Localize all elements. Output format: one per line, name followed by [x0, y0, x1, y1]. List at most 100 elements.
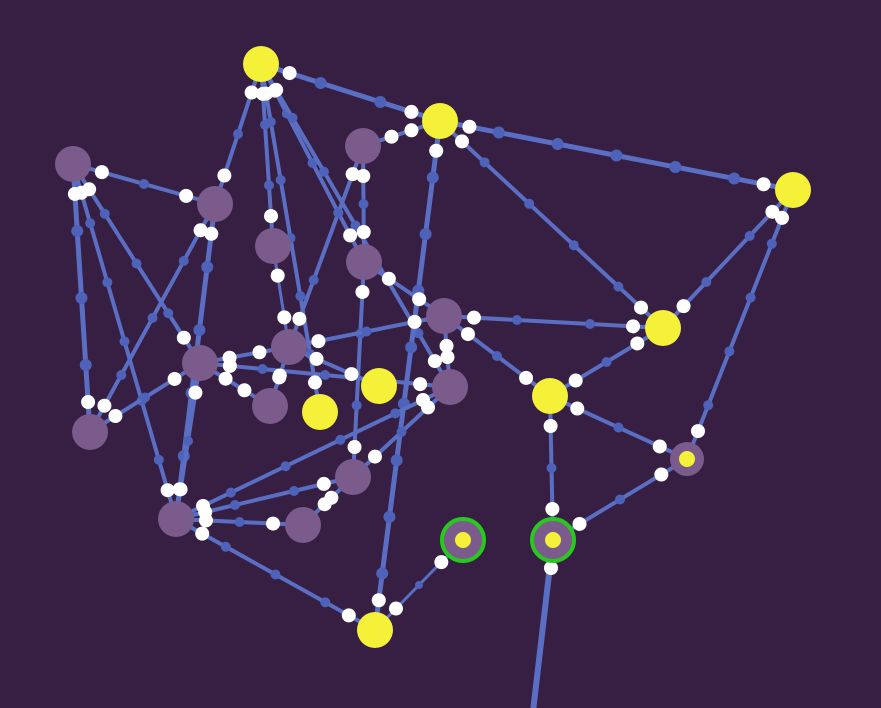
white-dot-connector[interactable] — [252, 345, 267, 360]
white-dot-connector[interactable] — [188, 385, 203, 400]
white-dot-connector[interactable] — [371, 593, 386, 608]
white-dot-connector[interactable] — [413, 377, 428, 392]
white-dot-connector[interactable] — [404, 104, 419, 119]
white-dot-connector[interactable] — [282, 66, 297, 81]
purple-circle-node[interactable] — [72, 414, 108, 450]
white-dot-connector[interactable] — [434, 555, 449, 570]
white-dot-connector[interactable] — [347, 440, 362, 455]
yellow-circle-node[interactable] — [361, 368, 397, 404]
white-dot-connector[interactable] — [630, 336, 645, 351]
white-dot-connector[interactable] — [74, 185, 89, 200]
white-dot-connector[interactable] — [292, 311, 307, 326]
white-dot-connector[interactable] — [198, 513, 213, 528]
white-dot-connector[interactable] — [355, 284, 370, 299]
white-dot-connector[interactable] — [176, 330, 191, 345]
white-dot-connector[interactable] — [237, 383, 252, 398]
white-dot-connector[interactable] — [97, 398, 112, 413]
white-dot-connector[interactable] — [367, 449, 382, 464]
yellow-circle-node[interactable] — [422, 103, 458, 139]
white-dot-connector[interactable] — [307, 375, 322, 390]
purple-circle-node[interactable] — [426, 298, 462, 334]
purple-circle-node[interactable] — [55, 146, 91, 182]
white-dot-connector[interactable] — [568, 373, 583, 388]
white-dot-connector[interactable] — [179, 188, 194, 203]
white-dot-connector[interactable] — [652, 439, 667, 454]
white-dot-connector[interactable] — [756, 177, 771, 192]
white-dot-connector[interactable] — [108, 409, 123, 424]
white-dot-connector[interactable] — [429, 143, 444, 158]
yellow-circle-node[interactable] — [243, 46, 279, 82]
white-dot-connector[interactable] — [195, 526, 210, 541]
white-dot-connector[interactable] — [466, 310, 481, 325]
purple-circle-node[interactable] — [158, 501, 194, 537]
white-dot-connector[interactable] — [690, 424, 705, 439]
white-dot-connector[interactable] — [545, 502, 560, 517]
white-dot-connector[interactable] — [317, 497, 332, 512]
white-dot-connector[interactable] — [388, 601, 403, 616]
white-dot-connector[interactable] — [167, 371, 182, 386]
white-dot-connector[interactable] — [316, 476, 331, 491]
white-dot-connector[interactable] — [173, 482, 188, 497]
white-dot-connector[interactable] — [217, 168, 232, 183]
white-dot-connector[interactable] — [384, 129, 399, 144]
purple-circle-node[interactable] — [285, 507, 321, 543]
white-dot-connector[interactable] — [440, 350, 455, 365]
white-dot-connector[interactable] — [427, 354, 442, 369]
white-dot-connector[interactable] — [572, 516, 587, 531]
white-dot-connector[interactable] — [412, 292, 427, 307]
white-dot-connector[interactable] — [345, 167, 360, 182]
white-dot-connector[interactable] — [544, 561, 558, 575]
purple-circle-node[interactable] — [255, 228, 291, 264]
purple-circle-node[interactable] — [345, 128, 381, 164]
white-dot-connector[interactable] — [356, 168, 371, 183]
purple-circle-node[interactable] — [432, 369, 468, 405]
purple-circle-node[interactable] — [335, 459, 371, 495]
yellow-circle-node[interactable] — [302, 394, 338, 430]
white-dot-connector[interactable] — [269, 82, 284, 97]
white-dot-connector[interactable] — [676, 299, 691, 314]
white-dot-connector[interactable] — [264, 209, 279, 224]
purple-circle-node[interactable] — [182, 345, 218, 381]
purple-circle-node[interactable] — [271, 329, 307, 365]
white-dot-connector[interactable] — [193, 223, 208, 238]
white-dot-connector[interactable] — [343, 228, 358, 243]
white-dot-connector[interactable] — [81, 395, 96, 410]
white-dot-connector[interactable] — [94, 165, 109, 180]
purple-circle-node[interactable] — [197, 186, 233, 222]
white-dot-connector[interactable] — [344, 367, 359, 382]
white-dot-connector[interactable] — [454, 134, 469, 149]
white-dot-connector[interactable] — [381, 271, 396, 286]
yellow-circle-node[interactable] — [645, 310, 681, 346]
white-dot-connector[interactable] — [222, 358, 237, 373]
white-dot-connector[interactable] — [654, 467, 669, 482]
white-dot-connector[interactable] — [626, 319, 641, 334]
white-dot-connector[interactable] — [356, 225, 371, 240]
white-dot-connector[interactable] — [421, 400, 436, 415]
white-dot-connector[interactable] — [439, 338, 454, 353]
white-dot-connector[interactable] — [519, 370, 534, 385]
white-dot-connector[interactable] — [266, 516, 281, 531]
white-dot-connector[interactable] — [277, 310, 292, 325]
white-dot-connector[interactable] — [309, 351, 324, 366]
yellow-circle-node[interactable] — [532, 378, 568, 414]
white-dot-connector[interactable] — [272, 368, 287, 383]
yellow-circle-node[interactable] — [357, 612, 393, 648]
white-dot-connector[interactable] — [255, 86, 270, 101]
white-dot-connector[interactable] — [160, 483, 175, 498]
white-dot-connector[interactable] — [341, 608, 356, 623]
white-dot-connector[interactable] — [462, 119, 477, 134]
white-dot-connector[interactable] — [460, 327, 475, 342]
purple-circle-node[interactable] — [252, 388, 288, 424]
white-dot-connector[interactable] — [543, 418, 558, 433]
white-dot-connector[interactable] — [311, 334, 326, 349]
white-dot-connector[interactable] — [404, 123, 419, 138]
white-dot-connector[interactable] — [244, 85, 259, 100]
white-dot-connector[interactable] — [634, 300, 649, 315]
white-dot-connector[interactable] — [218, 371, 233, 386]
white-dot-connector[interactable] — [570, 401, 585, 416]
white-dot-connector[interactable] — [407, 314, 422, 329]
white-dot-connector[interactable] — [204, 226, 219, 241]
purple-circle-node[interactable] — [346, 244, 382, 280]
white-dot-connector[interactable] — [775, 210, 790, 225]
